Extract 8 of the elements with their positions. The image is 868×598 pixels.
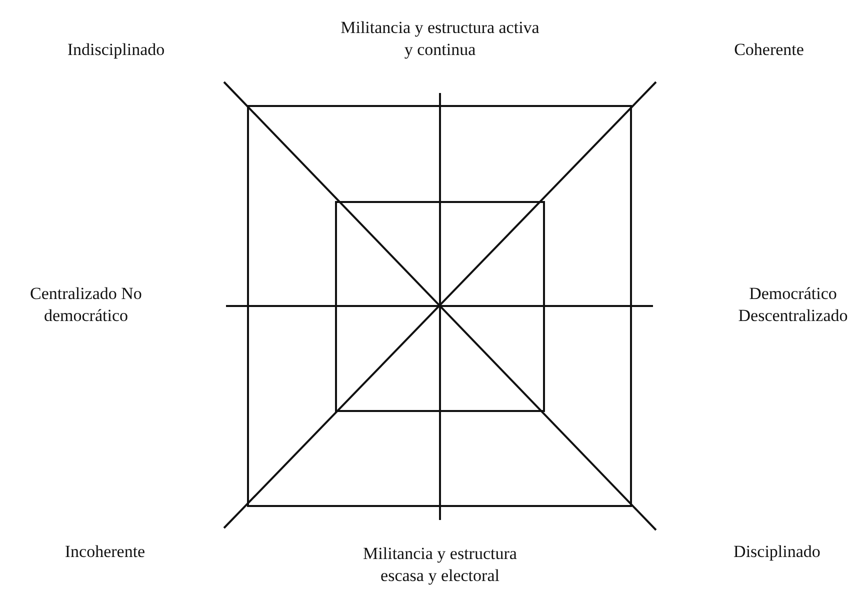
- axis-label: Centralizado No democrático: [29, 283, 143, 327]
- axis-label: Disciplinado: [732, 541, 822, 563]
- axis-label: Democrático Descentralizado: [737, 283, 849, 327]
- axis-label: Coherente: [733, 39, 805, 61]
- axis-label: Incoherente: [64, 541, 146, 563]
- axis-label: Militancia y estructura activa y continua: [340, 17, 540, 61]
- axis-label: Indisciplinado: [66, 39, 166, 61]
- axis-label: Militancia y estructura escasa y electoral: [362, 543, 518, 587]
